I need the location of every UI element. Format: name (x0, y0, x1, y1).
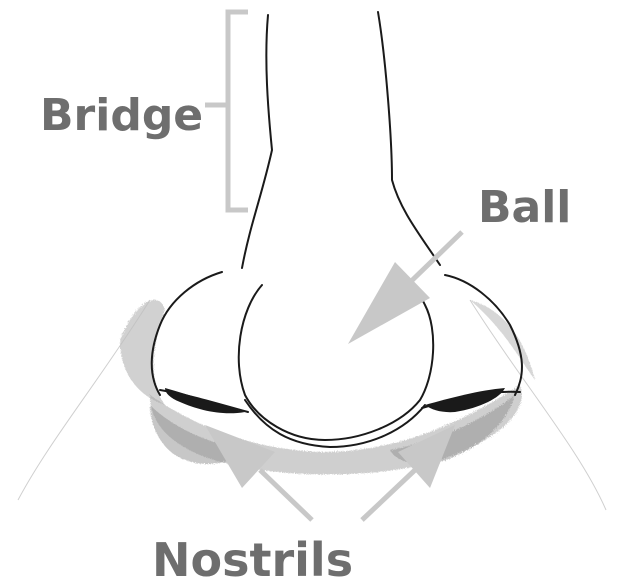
ball-arrow (348, 232, 462, 344)
label-ball: Ball (478, 182, 571, 233)
nose-lineart (152, 12, 522, 447)
label-bridge: Bridge (40, 90, 203, 141)
bridge-bracket (205, 12, 248, 210)
label-nostrils: Nostrils (152, 533, 353, 585)
nose-shading (120, 300, 535, 474)
